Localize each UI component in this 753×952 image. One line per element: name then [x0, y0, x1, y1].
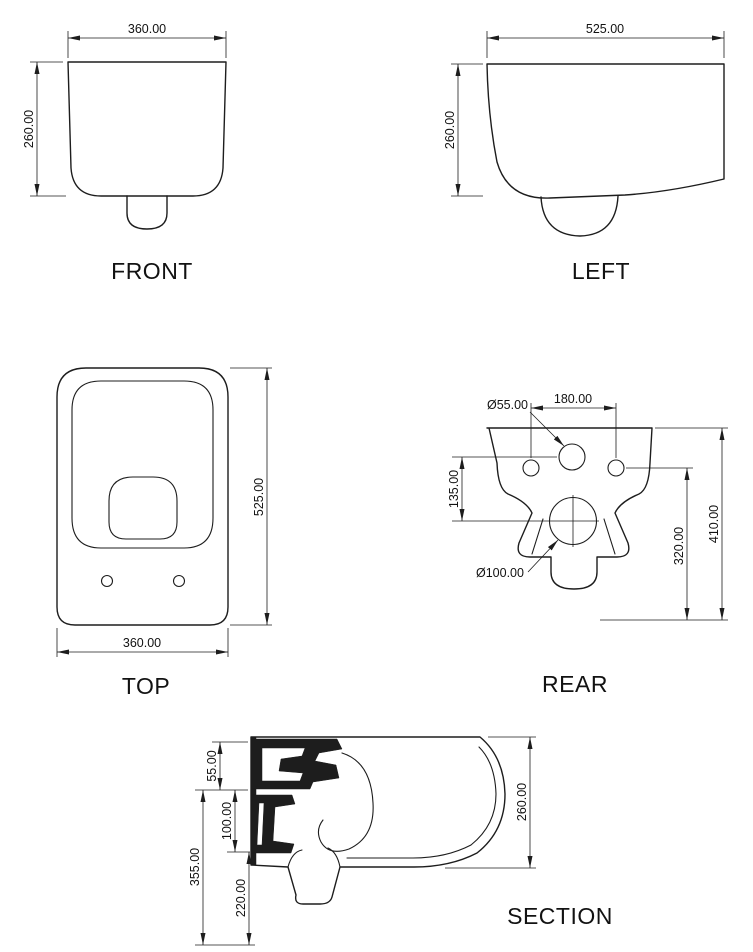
- left-depth-dimension: 525.00: [586, 22, 624, 36]
- top-width-dimension: 360.00: [123, 636, 161, 650]
- rear-outlet-center-marks: [547, 495, 599, 547]
- front-height-dimension: 260.00: [22, 110, 36, 148]
- rear-boss-line-left: [531, 518, 544, 555]
- section-lower-depth-dimension: 220.00: [234, 879, 248, 917]
- front-width-dimension: 360.00: [128, 22, 166, 36]
- left-height-dimension: 260.00: [443, 111, 457, 149]
- front-view: 360.00 260.00 FRONT: [22, 22, 227, 284]
- rear-outlet-diameter-dimension: Ø100.00: [476, 566, 524, 580]
- left-body-outline: [486, 63, 725, 199]
- section-trap-line-left: [287, 849, 303, 868]
- rear-outlet-height-dimension: 320.00: [672, 527, 686, 565]
- top-view: 525.00 360.00 TOP: [56, 367, 272, 699]
- left-extension-lines: [451, 31, 725, 197]
- section-view-label: SECTION: [507, 903, 613, 929]
- top-view-label: TOP: [122, 673, 170, 699]
- section-trap-line-right: [327, 847, 341, 868]
- rear-body-outline: [486, 427, 653, 590]
- rear-bolt-hole-right: [607, 459, 625, 477]
- section-rim-depth-dimension: 55.00: [205, 750, 219, 781]
- left-view: 525.00 260.00 LEFT: [443, 22, 725, 284]
- rear-inlet-diameter-leader: [529, 411, 565, 447]
- section-view: 55.00 100.00 220.00 355.00 260.00 SECTIO…: [188, 736, 613, 946]
- left-trap-bulge-outline: [540, 195, 619, 237]
- rear-outlet-diameter-leader: [527, 539, 559, 573]
- front-extension-lines: [30, 31, 227, 197]
- rear-overall-height-dimension: 410.00: [707, 505, 721, 543]
- rear-inlet-drop-dimension: 135.00: [447, 470, 461, 508]
- section-rim-cut-area: [250, 738, 343, 790]
- section-bowl-profile-line: [317, 752, 374, 852]
- rear-view-label: REAR: [542, 671, 608, 697]
- section-inlet-cut-area: [250, 794, 296, 854]
- rear-inlet-diameter-dimension: Ø55.00: [487, 398, 528, 412]
- front-outlet-outline: [126, 195, 168, 230]
- top-hinge-hole-right: [172, 574, 186, 588]
- rear-extension-lines: [452, 403, 728, 621]
- rear-boss-line-right: [603, 518, 616, 555]
- top-extension-lines: [56, 367, 272, 657]
- top-body-outline: [56, 367, 229, 626]
- front-view-label: FRONT: [111, 258, 193, 284]
- rear-view: Ø55.00 180.00 135.00 Ø100.00 320.00 410.…: [447, 392, 728, 697]
- section-inner-shell-line: [346, 746, 497, 859]
- rear-inlet-hole: [558, 443, 586, 471]
- rear-bolt-spacing-dimension: 180.00: [554, 392, 592, 406]
- section-height-dimension: 260.00: [515, 783, 529, 821]
- top-depth-dimension: 525.00: [252, 478, 266, 516]
- top-rim-outline: [71, 380, 214, 549]
- left-view-label: LEFT: [572, 258, 630, 284]
- top-hinge-hole-left: [100, 574, 114, 588]
- section-outer-shell-outline: [250, 736, 506, 905]
- section-overall-depth-dimension: 355.00: [188, 848, 202, 886]
- section-inlet-depth-dimension: 100.00: [220, 802, 234, 840]
- rear-bolt-hole-left: [522, 459, 540, 477]
- front-body-outline: [67, 61, 227, 197]
- top-water-surface-outline: [108, 476, 178, 540]
